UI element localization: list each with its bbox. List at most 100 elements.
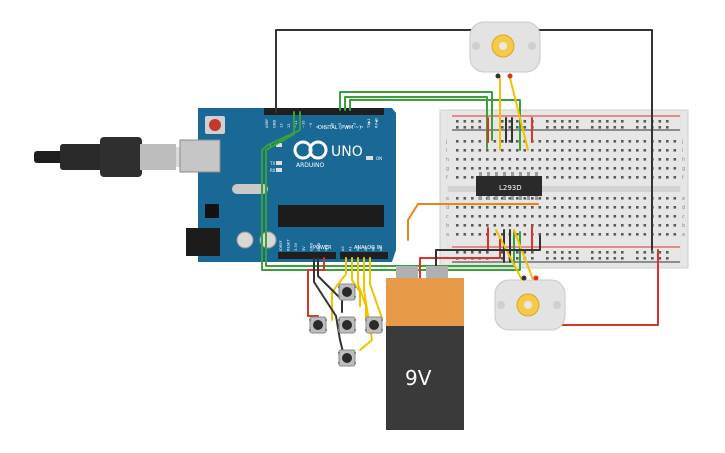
wire-black-btn-1: [317, 257, 343, 313]
digital-pin-label: ~6: [331, 122, 335, 128]
power-analog-pin-label: GND: [309, 243, 313, 251]
breadboard-hole: [546, 224, 549, 227]
power-analog-pin-label: IOREF: [279, 240, 283, 251]
wire-battery-black: [435, 235, 541, 281]
rail-hole: [553, 257, 557, 260]
button-right[interactable]: [365, 316, 383, 334]
breadboard-hole: [553, 197, 557, 200]
row-letter: c: [446, 214, 449, 220]
breadboard-hole: [508, 206, 512, 209]
breadboard-hole: [643, 233, 647, 236]
rail-hole: [621, 251, 624, 254]
breadboard-hole: [666, 149, 669, 152]
rail-hole: [568, 120, 572, 123]
wire-green-5: [265, 111, 515, 267]
breadboard-hole: [598, 206, 602, 209]
breadboard-hole: [628, 158, 632, 161]
breadboard-hole: [666, 197, 669, 200]
rail-hole: [636, 257, 639, 260]
breadboard-hole: [591, 140, 594, 143]
breadboard-hole: [576, 167, 579, 170]
breadboard-hole: [516, 158, 519, 161]
breadboard-hole: [531, 206, 534, 209]
button-center[interactable]: [338, 316, 356, 334]
battery-9v: 9V: [386, 266, 464, 430]
rail-hole: [478, 120, 482, 123]
rail-hole: [546, 120, 549, 123]
breadboard-hole: [673, 167, 677, 170]
breadboard-hole: [493, 197, 497, 200]
rail-hole: [576, 251, 579, 254]
breadboard-hole: [508, 167, 512, 170]
breadboard-hole: [636, 215, 639, 218]
breadboard-hole: [628, 140, 632, 143]
breadboard-hole: [666, 167, 669, 170]
row-letter: f: [682, 175, 684, 181]
wire-yellow-a2: [357, 257, 367, 321]
rail-hole: [553, 120, 557, 123]
breadboard-hole: [643, 224, 647, 227]
breadboard-hole: [508, 158, 512, 161]
rail-hole: [576, 126, 579, 129]
breadboard-hole: [463, 233, 467, 236]
rail-hole: [636, 120, 639, 123]
breadboard-hole: [478, 167, 482, 170]
reset-button[interactable]: [209, 119, 221, 131]
breadboard-hole: [553, 233, 557, 236]
breadboard-hole: [658, 206, 662, 209]
breadboard-hole: [546, 176, 549, 179]
breadboard-hole: [508, 149, 512, 152]
breadboard-hole: [606, 140, 609, 143]
breadboard-hole: [531, 197, 534, 200]
breadboard-hole: [576, 149, 579, 152]
breadboard-hole: [576, 158, 579, 161]
rail-hole: [621, 257, 624, 260]
rail-hole: [546, 257, 549, 260]
breadboard-hole: [598, 233, 602, 236]
breadboard-hole: [471, 197, 474, 200]
breadboard-hole: [606, 158, 609, 161]
digital-pin-label: AREF: [265, 119, 269, 128]
breadboard-hole: [471, 158, 474, 161]
breadboard-hole: [523, 224, 527, 227]
breadboard-hole: [636, 197, 639, 200]
button-left[interactable]: [309, 316, 327, 334]
breadboard-hole: [523, 149, 527, 152]
rail-hole: [478, 251, 482, 254]
breadboard-hole: [636, 149, 639, 152]
breadboard-hole: [636, 233, 639, 236]
breadboard-hole: [613, 215, 617, 218]
arduino-logo: [293, 140, 328, 160]
breadboard-hole: [568, 149, 572, 152]
breadboard-hole: [613, 140, 617, 143]
breadboard-hole: [628, 224, 632, 227]
breadboard-hole: [568, 176, 572, 179]
breadboard-hole: [598, 167, 602, 170]
breadboard-hole: [516, 206, 519, 209]
breadboard-hole: [568, 167, 572, 170]
digital-pin-label: ~5: [338, 123, 342, 128]
rail-hole: [456, 120, 459, 123]
breadboard-hole: [673, 224, 677, 227]
breadboard-hole: [583, 158, 587, 161]
breadboard-hole: [613, 233, 617, 236]
button-up[interactable]: [338, 283, 356, 301]
rail-hole: [501, 257, 504, 260]
breadboard-hole: [471, 140, 474, 143]
rail-hole: [643, 126, 647, 129]
breadboard-hole: [621, 149, 624, 152]
breadboard-hole: [643, 176, 647, 179]
breadboard-hole: [516, 149, 519, 152]
digital-pin-label: 2: [360, 126, 364, 128]
breadboard-hole: [598, 224, 602, 227]
button-down[interactable]: [338, 349, 356, 367]
row-letter: g: [682, 166, 685, 172]
row-letter: f: [446, 175, 448, 181]
breadboard-hole: [456, 167, 459, 170]
breadboard-hole: [666, 158, 669, 161]
digital-pin-label: GND: [272, 120, 276, 128]
breadboard-hole: [568, 206, 572, 209]
breadboard-hole: [583, 149, 587, 152]
power-analog-pin-label: GND: [317, 243, 321, 251]
rail-hole: [598, 126, 602, 129]
